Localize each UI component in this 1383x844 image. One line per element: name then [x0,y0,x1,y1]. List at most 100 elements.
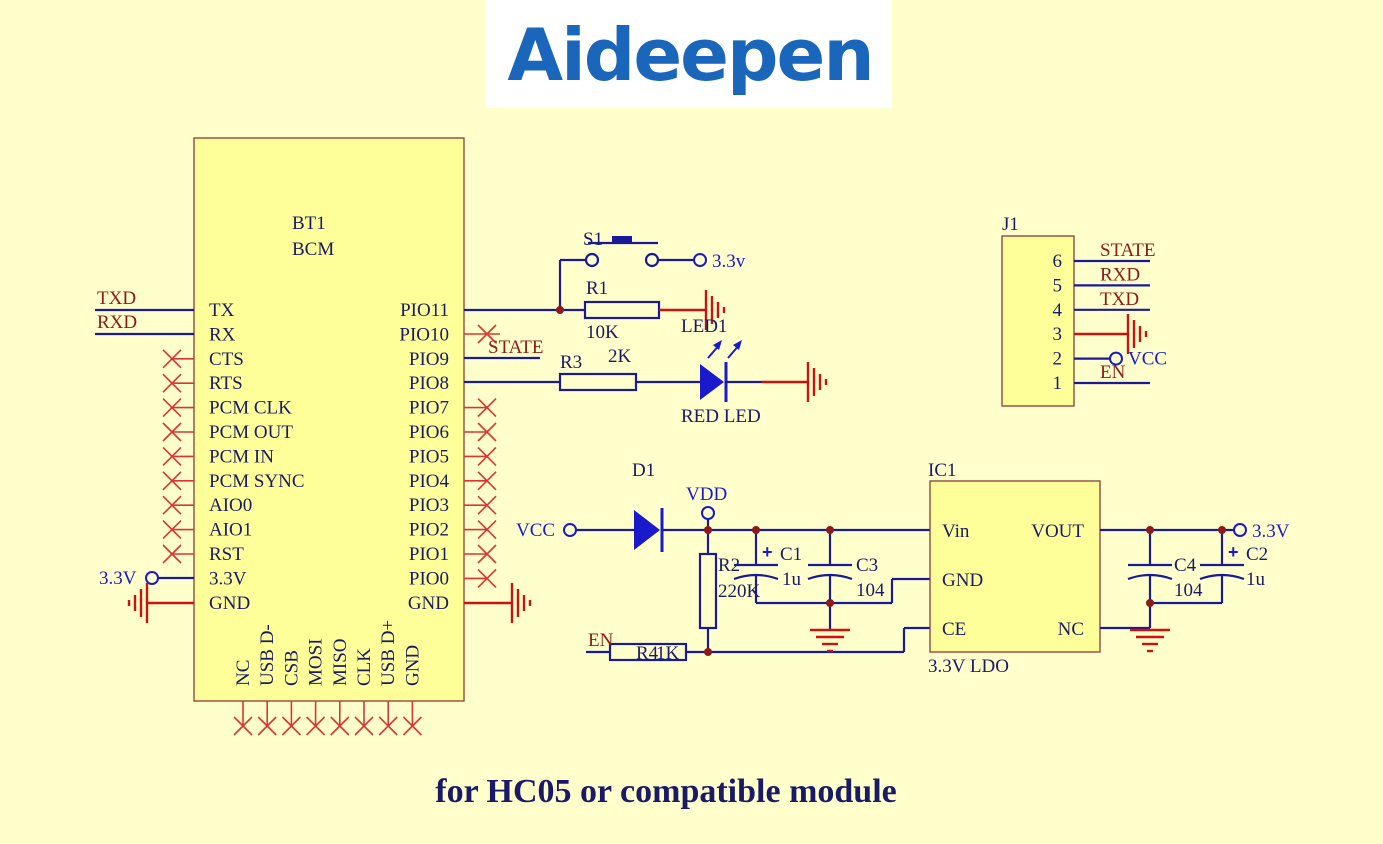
bt1-bottom-pin-label: USB D+ [378,620,399,686]
bt1-left-pins: TX RX CTS RTS PCM CLK PCM OUT PCM IN PCM SYNC AI… [209,300,305,614]
svg-text:+: + [1228,542,1239,562]
r2-ref: R2 [718,555,740,576]
bt1-left-pin-label: RX [209,324,236,345]
c3-ref: C3 [856,555,878,576]
bt1-left-pin-label: AIO1 [209,520,252,541]
bt1-left-pin-label: TX [209,300,235,321]
r1-ref: R1 [586,278,608,299]
c4-value: 104 [1174,580,1203,601]
bt1-bottom-pin-label: GND [402,645,423,686]
j1-ref: J1 [1002,214,1019,235]
ground-icon [127,581,149,625]
ic1-pin-gnd: GND [942,570,983,591]
r1-value: 10K [586,322,619,343]
d1-ref: D1 [632,460,655,481]
ic1-value: 3.3V LDO [928,656,1009,677]
j1-pin-number: 5 [1053,275,1063,296]
led1-ref: LED1 [681,316,727,337]
j1-net-label: RXD [1100,264,1140,285]
bt1-left-pin-label: CTS [209,349,244,370]
c1-value: 1u [782,569,802,590]
bt1-left-pin-label: PCM CLK [209,398,292,419]
ic1-pin-vin: Vin [942,521,970,542]
bt1-bottom-pin-label: CLK [354,648,375,686]
bt1-right-pin-label: PIO7 [409,398,449,419]
led1: LED1 RED LED [636,316,828,427]
bt1-right-pin-label: PIO4 [409,471,450,492]
bt1-module: BT1 BCM TX RX CTS RTS PCM CLK PCM OUT PCM IN PC… [193,137,465,736]
j1-pin-number: 6 [1053,251,1063,272]
bt1-right-pin-label: PIO9 [409,349,449,370]
svg-text:+: + [762,542,773,562]
r3-ref: R3 [560,352,582,373]
ground-icon [510,581,532,625]
bt1-bottom-pin-label: NC [233,660,254,686]
s1-pushbutton: 3.3v S1 [558,229,746,310]
bt1-left-pin-label: RST [209,544,244,565]
net-label-txd: TXD [97,288,136,309]
r3-resistor: R3 2K [558,346,638,392]
bt1-bottom-pin-label: MISO [330,638,351,686]
bt1-left-pin-label: GND [209,593,250,614]
bt1-right-pin-label: PIO0 [409,568,449,589]
ic1-pin-ce: CE [942,619,966,640]
bt1-left-pin-label: PCM IN [209,446,274,467]
net-label-vdd: VDD [686,484,727,505]
ground-icon [806,360,828,404]
c3-value: 104 [856,580,885,601]
j1-pin-number: 3 [1053,324,1063,345]
j1-net-label: STATE [1100,240,1155,261]
r2-value: 220K [718,581,761,602]
power-section: VCC D1 VDD R2 220K EN R4 1K + C1 1u [516,460,1290,677]
r1-resistor: R1 10K [556,278,726,343]
bt1-left-pin-label: RTS [209,373,243,394]
net-label-state: STATE [488,337,543,358]
j1-net-label: TXD [1100,289,1139,310]
j1-pin-number: 4 [1053,300,1063,321]
bt1-left-pin-label: PCM SYNC [209,471,305,492]
ground-icon [1128,628,1172,653]
bt1-bottom-pin-label: USB D- [257,624,278,686]
c2-value: 1u [1246,569,1266,590]
bt1-right-pin-label: PIO6 [409,422,449,443]
ground-icon [808,628,852,653]
c4-ref: C4 [1174,555,1197,576]
bt1-bottom-pin-label: CSB [281,650,302,686]
ic1-pin-vout: VOUT [1031,521,1084,542]
j1-pin-number: 1 [1053,373,1063,394]
bt1-right-pin-label: PIO10 [399,324,449,345]
net-label-rxd: RXD [97,312,137,333]
net-label-3v3-out: 3.3V [1252,521,1290,542]
bt1-right-pin-label: PIO2 [409,520,449,541]
bt1-right-pin-label: PIO3 [409,495,449,516]
s1-ref: S1 [583,229,603,250]
logo: Aideepen [485,0,892,108]
bt1-left-pin-label: 3.3V [209,568,247,589]
r4-value: 1K [656,643,680,664]
bt1-right-pin-label: PIO8 [409,373,449,394]
bt1-right-pin-label: PIO5 [409,446,449,467]
bt1-left-pin-label: PCM OUT [209,422,293,443]
net-label-vcc: VCC [516,520,555,541]
ic1-ref: IC1 [928,460,957,481]
j1-pin-number: 2 [1053,349,1063,370]
bt1-right-pins: PIO11PIO10PIO9PIO8PIO7PIO6PIO5PIO4PIO3PI… [399,300,449,614]
bt1-left-pin-label: AIO0 [209,495,252,516]
footer-caption: for HC05 or compatible module [435,773,897,810]
ic1-pin-nc: NC [1058,619,1084,640]
net-label-3v3-s1: 3.3v [712,251,746,272]
bt1-bottom-pin-label: MOSI [306,638,327,686]
bt1-ref: BT1 [292,213,326,234]
net-label-en: EN [588,630,614,651]
bt1-left-connections: TXD RXD 3.3V [95,288,194,625]
bt1-value: BCM [292,239,334,260]
r3-value: 2K [608,346,632,367]
led1-value: RED LED [681,406,761,427]
logo-text: Aideepen [507,13,872,97]
r4-ref: R4 [636,643,659,664]
bt1-right-pin-label: PIO11 [400,300,449,321]
bt1-right-connections: STATE [464,308,560,625]
j1-net-label: EN [1100,362,1126,383]
